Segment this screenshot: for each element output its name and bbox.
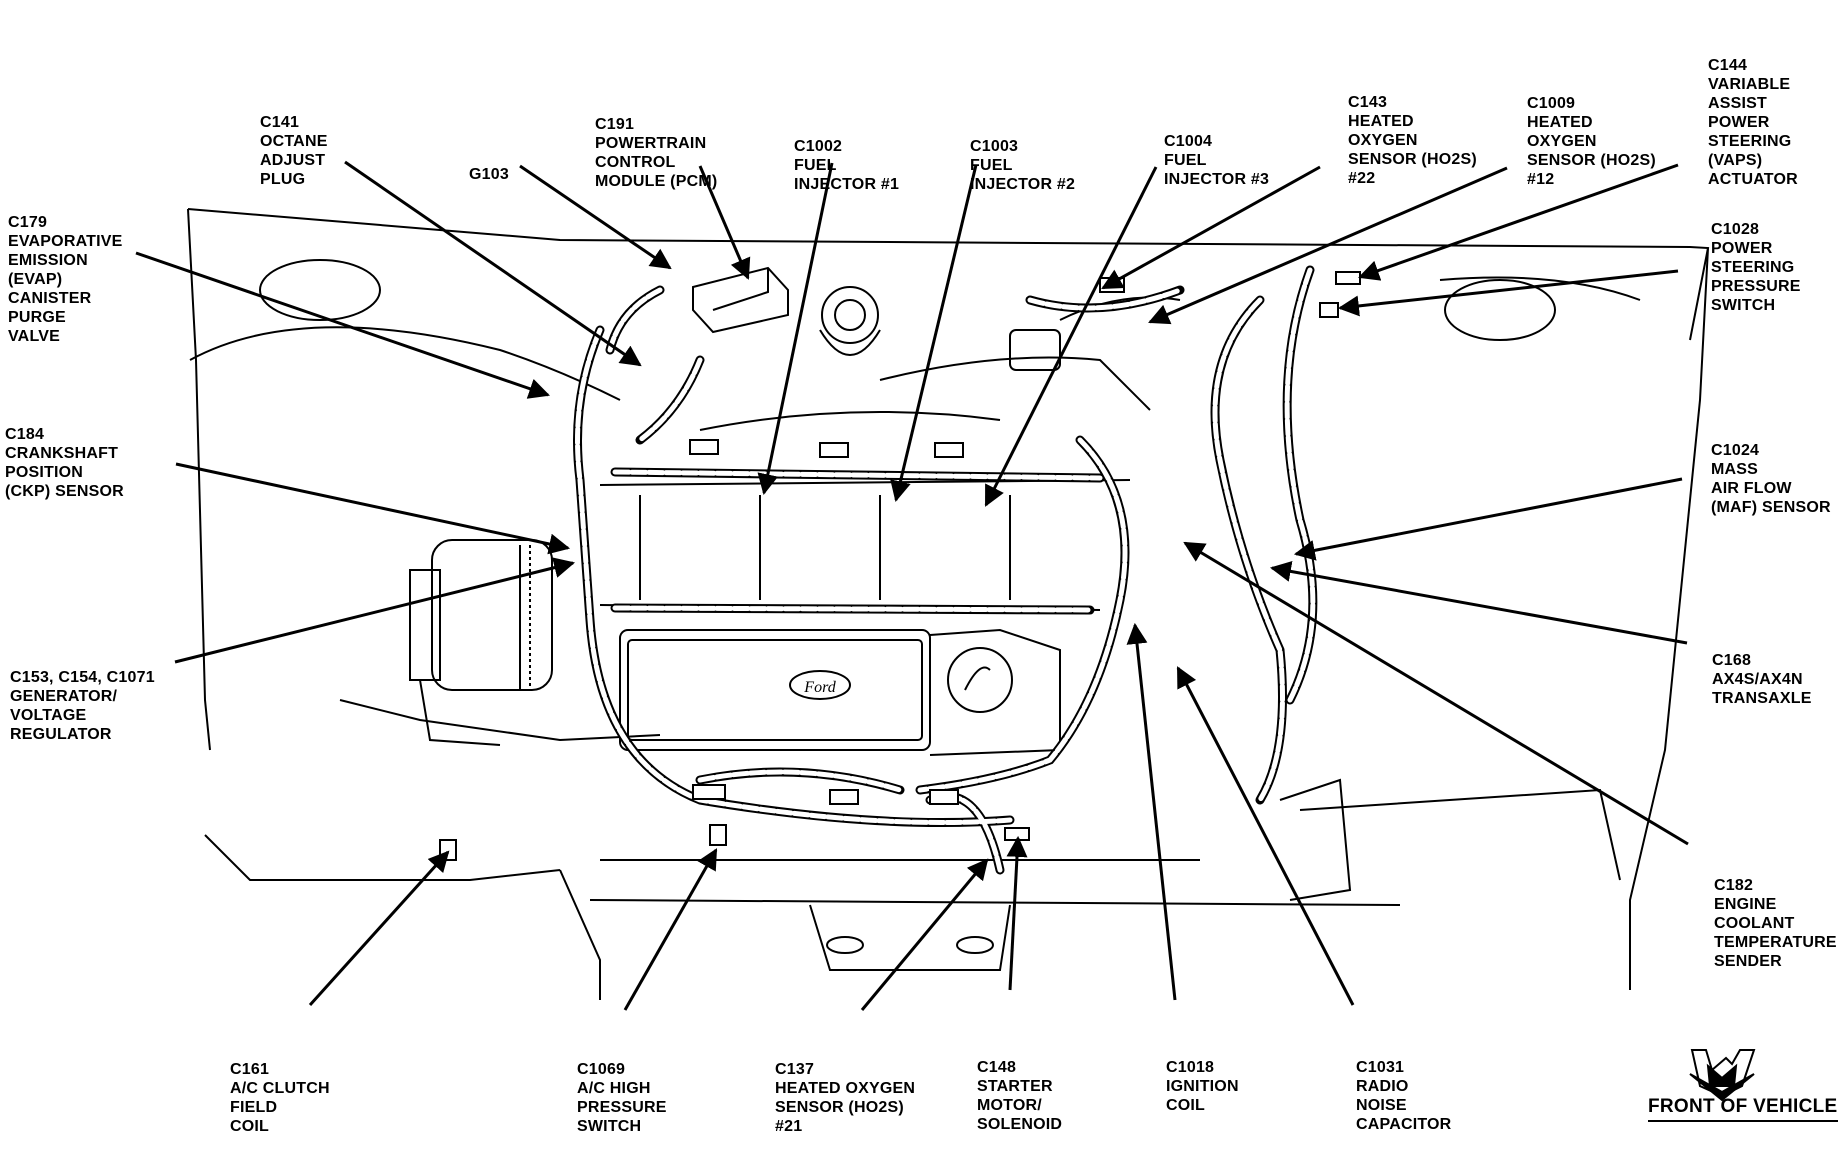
compartment-outline <box>187 208 1710 1000</box>
leader-c141 <box>344 160 642 367</box>
leader-c1009 <box>1148 166 1508 325</box>
leader-c161 <box>308 850 450 1007</box>
pcm-module <box>692 266 789 334</box>
leader-c144 <box>1358 163 1679 281</box>
leader-c1003 <box>890 164 978 503</box>
ford-emblem: Ford <box>803 679 836 696</box>
leader-c153 <box>174 557 576 664</box>
connector-c1003 <box>819 442 849 458</box>
leader-g103 <box>519 164 672 270</box>
front-of-vehicle-label: FRONT OF VEHICLE <box>1648 1096 1838 1122</box>
connector-c1028 <box>1319 302 1339 318</box>
down-arrow-icon <box>1689 1049 1756 1102</box>
leader-c143 <box>1101 165 1321 290</box>
connector-c144 <box>1335 271 1361 285</box>
leader-c1031 <box>1176 666 1355 1006</box>
wiring-harness-inner <box>575 267 1316 873</box>
wiring-harness <box>573 265 1318 875</box>
leader-c1069 <box>623 848 718 1011</box>
leader-c191 <box>698 165 751 280</box>
leader-c179 <box>135 251 550 399</box>
connector-c1069 <box>709 824 727 846</box>
leader-c1004 <box>984 166 1158 507</box>
leader-c182 <box>1183 541 1689 846</box>
leader-lines <box>135 160 1689 1011</box>
leader-c1028 <box>1337 269 1679 317</box>
label-g103: G103 <box>469 166 509 183</box>
leader-c168 <box>1269 561 1688 645</box>
generator <box>409 539 553 746</box>
connector-c143 <box>1099 277 1125 293</box>
connector-c137 <box>692 784 726 800</box>
leader-c1018 <box>1126 622 1177 1001</box>
connector-c1002 <box>689 439 719 455</box>
leader-c1002 <box>757 162 834 496</box>
leader-c184 <box>175 462 571 555</box>
leader-c1024 <box>1293 477 1683 561</box>
leader-c137 <box>860 858 989 1011</box>
leader-c148 <box>1006 835 1028 991</box>
connector-c1004 <box>934 442 964 458</box>
